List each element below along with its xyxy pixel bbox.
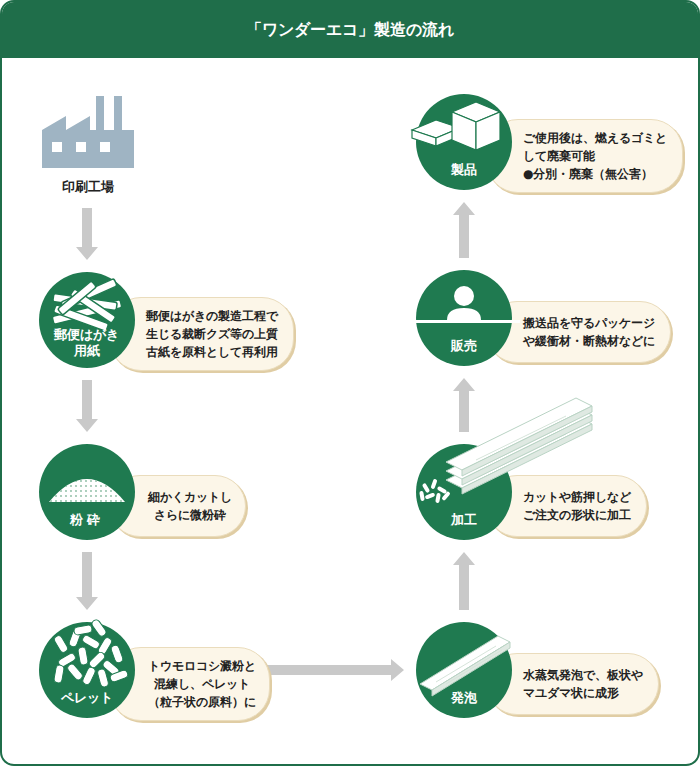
description-callout: 水蒸気発泡で、板状や マユダマ状に成形 [486,653,659,715]
callout-text-group: 郵便はがきの製造工程で 生じる裁断クズ等の上質 古紙を原料として再利用 [146,307,281,361]
flow-arrow [76,552,98,610]
step-circle: 発泡 [416,622,512,718]
step-label: 販売 [416,338,512,354]
description-callout: 郵便はがきの製造工程で 生じる裁断クズ等の上質 古紙を原料として再利用 [109,297,294,371]
callout-text-group: 水蒸気発泡で、板状や マユダマ状に成形 [523,666,646,702]
callout-text-group: ご使用後は、燃えるゴミと して廃棄可能●分別・廃棄（無公害） [523,129,670,183]
callout-text-group: 細かくカットし さらに微粉砕 [146,488,233,524]
flow-arrow [453,202,475,258]
step-circle: 製品 [416,94,512,190]
description-callout: 搬送品を守るパッケージ や緩衝材・断熱材などに [486,301,671,363]
flow-arrow [76,208,98,260]
callout-text: 郵便はがきの製造工程で 生じる裁断クズ等の上質 古紙を原料として再利用 [146,307,281,361]
flow-arrow [453,552,475,610]
callout-text: トウモロコシ澱粉と 混練し、ペレット （粒子状の原料）に [146,657,257,711]
description-callout: ご使用後は、燃えるゴミと して廃棄可能●分別・廃棄（無公害） [486,119,683,193]
callout-text: ●分別・廃棄（無公害） [523,165,670,183]
step-label: ペレット [39,690,135,706]
step-circle: ペレット [39,622,135,718]
callout-text-group: トウモロコシ澱粉と 混練し、ペレット （粒子状の原料）に [146,657,257,711]
step-circle: 粉砕 [39,444,135,540]
node-label: 印刷工場 [40,178,136,196]
callout-text: 搬送品を守るパッケージ や緩衝材・断熱材などに [523,314,658,350]
callout-text: ご使用後は、燃えるゴミと して廃棄可能 [523,129,670,165]
step-label: 加工 [416,512,512,528]
step-label: 郵便はがき用紙 [53,327,122,360]
step-circle: 販売 [416,270,512,366]
callout-text: 細かくカットし さらに微粉砕 [146,488,233,524]
callout-text: カットや筋押しなど ご注文の形状に加工 [523,488,634,524]
step-circle: 郵便はがき用紙 [39,272,135,368]
step-label: 製品 [416,162,512,178]
step-label: 発泡 [416,690,512,706]
step-circle: 加工 [416,444,512,540]
step-label: 粉砕 [39,512,135,528]
icon [42,96,134,168]
flow-arrow [76,380,98,432]
factory-node: 印刷工場 [40,96,136,196]
flow-arrow [453,378,475,432]
title-bar: 「ワンダーエコ」製造の流れ [2,2,698,58]
diagram-title: 「ワンダーエコ」製造の流れ [246,20,454,41]
callout-text: 水蒸気発泡で、板状や マユダマ状に成形 [523,666,646,702]
callout-text-group: 搬送品を守るパッケージ や緩衝材・断熱材などに [523,314,658,350]
callout-text-group: カットや筋押しなど ご注文の形状に加工 [523,488,634,524]
